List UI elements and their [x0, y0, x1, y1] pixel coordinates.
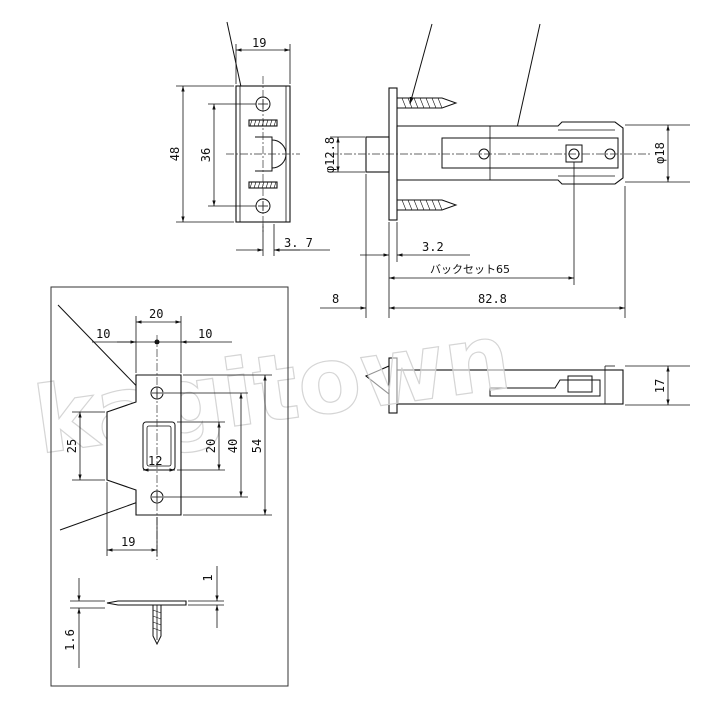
strike-left-margin-label: 10: [96, 327, 110, 341]
plate-offset-label: 3. 7: [284, 236, 313, 250]
plate-height-label: 48: [168, 147, 182, 161]
top-height-label: 17: [653, 379, 667, 393]
strike-height-label: 54: [250, 439, 264, 453]
collar-diameter-label: φ12.8: [323, 137, 337, 173]
strike-hole-pitch-label: 40: [226, 439, 240, 453]
top-view: 17: [364, 357, 690, 414]
backset-label: バックセット65: [430, 263, 510, 276]
body-diameter-label: φ18: [653, 142, 667, 164]
strike-opening-height-label: 20: [204, 439, 218, 453]
strike-bottom-width-label: 19: [121, 535, 135, 549]
plate-hole-pitch-label: 36: [199, 148, 213, 162]
strike-top-width-label: 20: [149, 307, 163, 321]
strike-plate-panel: 20 10 10 25 12 20 40 54 19: [50, 286, 289, 687]
strike-depth-label: 25: [65, 439, 79, 453]
strike-right-margin-label: 10: [198, 327, 212, 341]
plate-width-label: 19: [252, 36, 266, 50]
strike-screw-offset-label: 1.6: [63, 629, 77, 651]
side-view: φ12.8 φ18 3.2 バックセット65 8 82.8: [320, 23, 690, 318]
strike-opening-width-label: 12: [148, 454, 162, 468]
plate-thickness-label: 3.2: [422, 240, 444, 254]
overall-length-label: 82.8: [478, 292, 507, 306]
strike-thickness-label: 1: [201, 574, 215, 581]
projection-label: 8: [332, 292, 339, 306]
front-plate-view: 19 48 36 3. 7: [168, 21, 330, 256]
